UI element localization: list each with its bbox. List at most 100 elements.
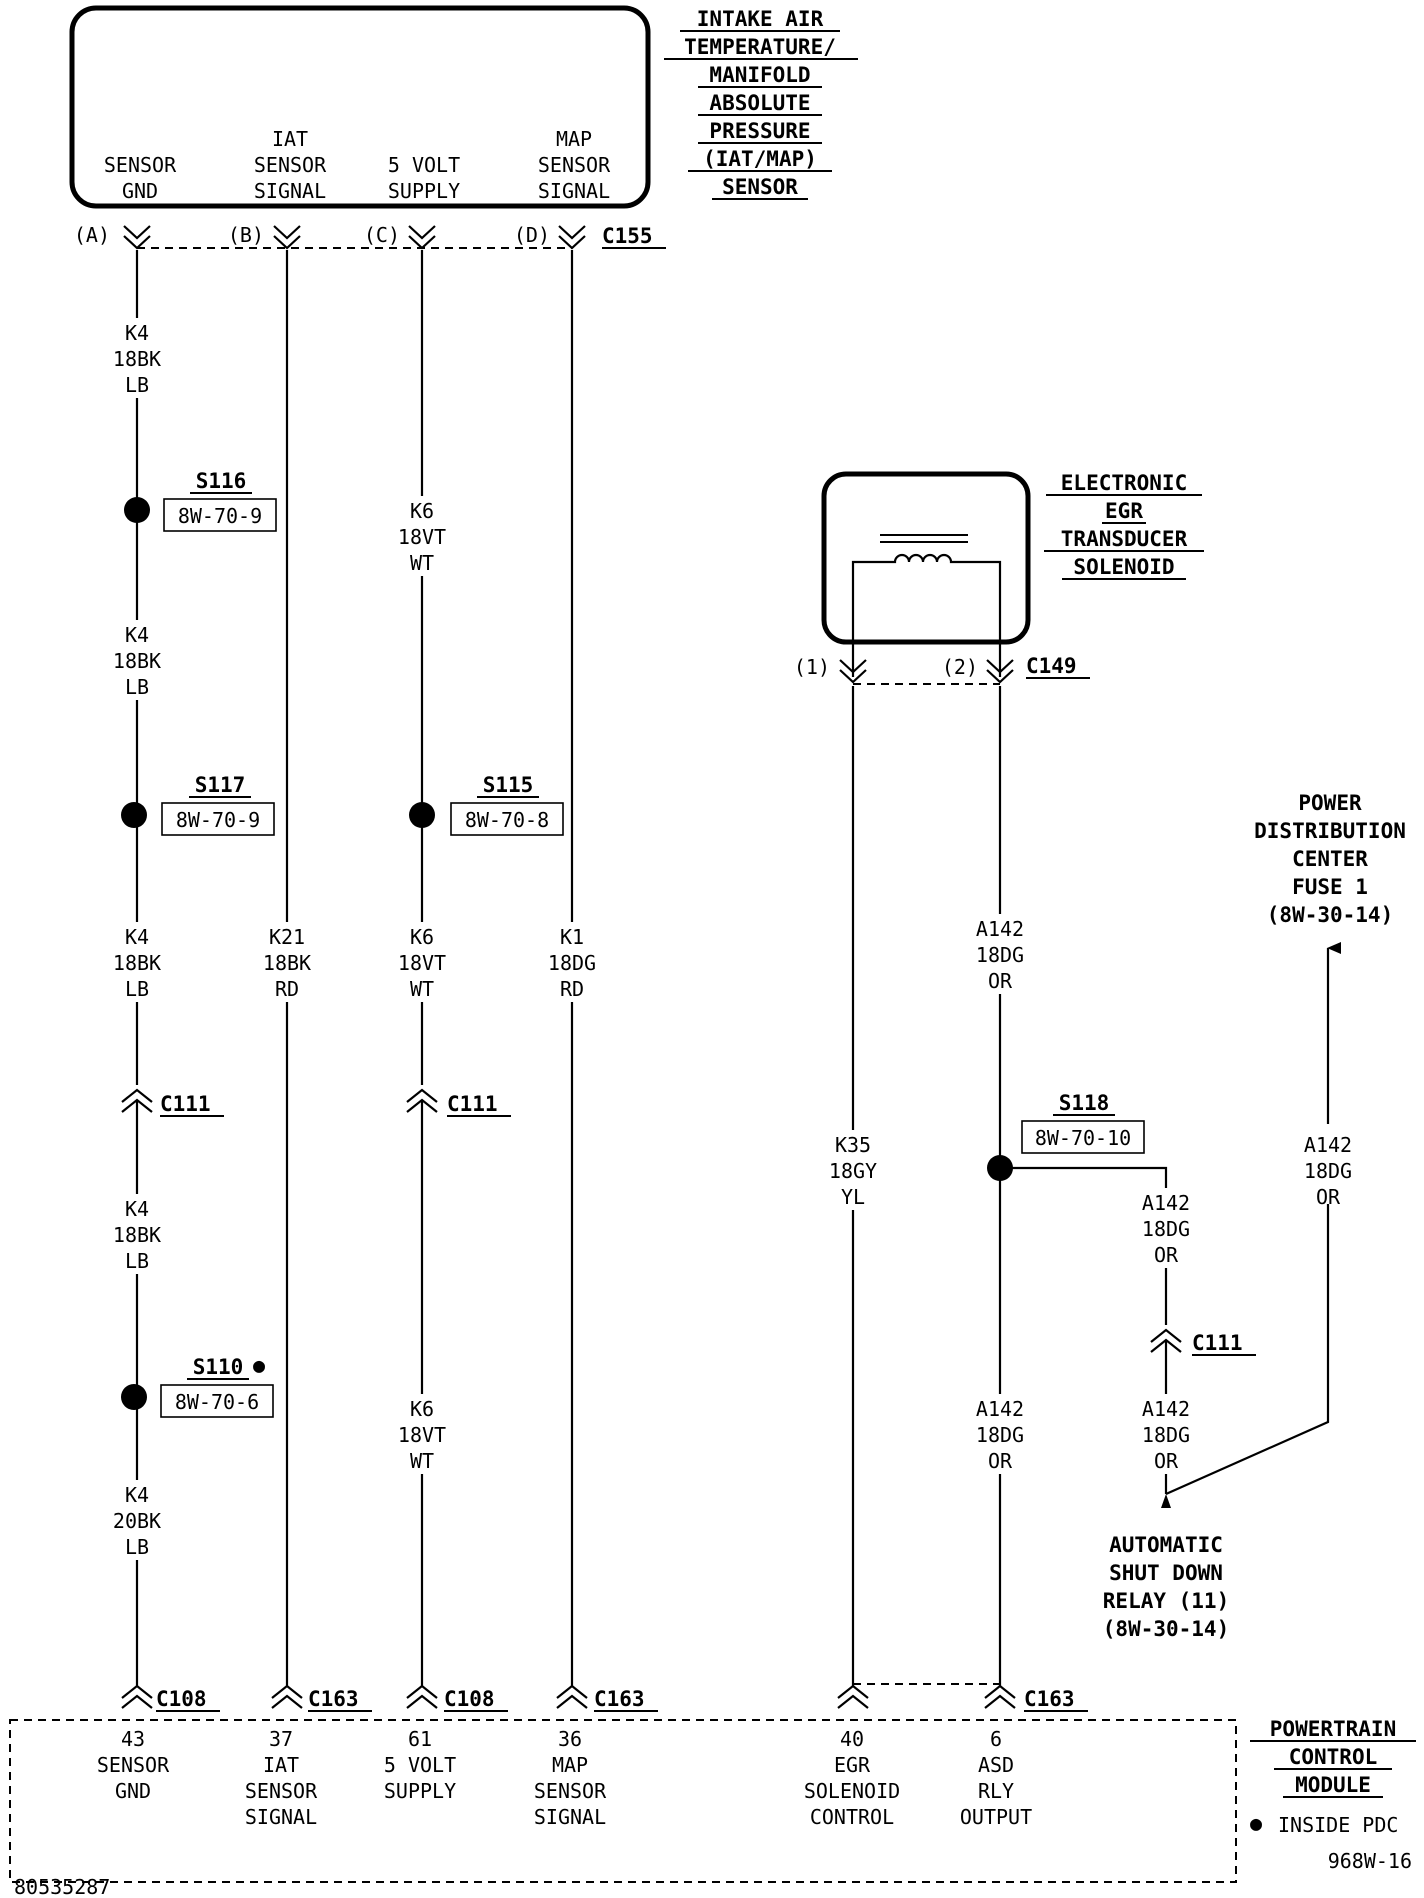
- pin-label-line: 43: [121, 1727, 145, 1751]
- wire-label-k6: K6 18VT WT: [398, 1397, 446, 1473]
- wire-label-line: 18VT: [398, 951, 446, 975]
- title-line: SHUT DOWN: [1109, 1561, 1223, 1585]
- connector-label: C111: [1192, 1331, 1243, 1355]
- connector-label: C108: [444, 1687, 495, 1711]
- wires-left: [135, 250, 574, 1686]
- title-line: TRANSDUCER: [1061, 527, 1188, 551]
- title-line: MODULE: [1295, 1773, 1371, 1797]
- egr-solenoid-title: ELECTRONIC EGR TRANSDUCER SOLENOID: [1044, 471, 1204, 580]
- wire-label-line: 18BK: [113, 649, 161, 673]
- pin-label-line: EGR: [834, 1753, 871, 1777]
- connector-label: C108: [156, 1687, 207, 1711]
- cavity-label: (C): [364, 223, 400, 247]
- wire-label-line: A142: [1142, 1191, 1190, 1215]
- wire-label-line: 18BK: [113, 1223, 161, 1247]
- wire-label-line: 18DG: [976, 943, 1024, 967]
- diagram-id: 968W-16: [1328, 1849, 1412, 1873]
- wire-label-k6: K6 18VT WT: [398, 925, 446, 1001]
- splice-ref-box: [160, 1384, 274, 1418]
- wire-label-line: 18DG: [1304, 1159, 1352, 1183]
- cavity-label: (2): [942, 655, 978, 679]
- wires-right: [851, 686, 1341, 1686]
- wire-label-line: A142: [976, 917, 1024, 941]
- cavity-label: (D): [514, 223, 550, 247]
- connector-label: C111: [447, 1092, 498, 1116]
- wire-label-line: K6: [410, 925, 434, 949]
- pin-label-line: ASD: [978, 1753, 1014, 1777]
- sensor-pin-label: 5 VOLT SUPPLY: [388, 153, 460, 203]
- document-number: 80535287: [14, 1875, 110, 1898]
- title-line: CONTROL: [1289, 1745, 1378, 1769]
- pin-label-line: 40: [840, 1727, 864, 1751]
- pin-label-line: IAT: [272, 127, 308, 151]
- title-line: ABSOLUTE: [709, 91, 810, 115]
- pin-label-line: MAP: [552, 1753, 588, 1777]
- wire-label-a142: A142 18DG OR: [1142, 1397, 1190, 1473]
- wire-label-line: K4: [125, 925, 149, 949]
- splice-s118: S118 8W-70-10: [987, 1091, 1145, 1181]
- wire-label-line: OR: [988, 1449, 1013, 1473]
- wire-label-line: OR: [1154, 1449, 1179, 1473]
- connector-label: C163: [594, 1687, 645, 1711]
- wire-label-line: 18BK: [113, 347, 161, 371]
- wire-label-line: A142: [976, 1397, 1024, 1421]
- sensor-pin-label: SENSOR GND: [104, 153, 177, 203]
- splice-ref-box: [1021, 1120, 1145, 1154]
- inline-connector-c111: C111: [406, 1088, 511, 1117]
- solenoid-coil-icon: [851, 553, 1002, 677]
- splice-dot: [121, 1384, 147, 1410]
- pin-label-line: SENSOR: [254, 153, 327, 177]
- wire-label-a142: A142 18DG OR: [976, 917, 1024, 993]
- title-line: POWER: [1298, 791, 1362, 815]
- splice-s110: S110 ● 8W-70-6: [121, 1353, 274, 1418]
- splice-ref-box: [163, 498, 277, 532]
- wire-label-line: 18DG: [548, 951, 596, 975]
- title-line: MANIFOLD: [709, 63, 810, 87]
- wire-label-line: K1: [560, 925, 584, 949]
- pin-label-line: SIGNAL: [245, 1805, 317, 1829]
- title-line: (8W-30-14): [1267, 903, 1393, 927]
- wire-label-line: OR: [988, 969, 1013, 993]
- wire-label-line: K4: [125, 321, 149, 345]
- connector-label-c155: C155: [602, 224, 653, 248]
- wire-label-line: A142: [1142, 1397, 1190, 1421]
- pin-label-line: GND: [115, 1779, 151, 1803]
- splice-s115: S115 8W-70-8: [409, 773, 564, 836]
- wire-label-line: 18VT: [398, 1423, 446, 1447]
- wire-label-k4: K4 18BK LB: [113, 1197, 161, 1273]
- splice-ref: 8W-70-9: [178, 504, 262, 528]
- splice-id: S117: [195, 773, 246, 797]
- title-line: PRESSURE: [709, 119, 810, 143]
- splice-s116: S116 8W-70-9: [124, 469, 277, 532]
- wire-label-line: 18DG: [1142, 1217, 1190, 1241]
- wire-label-line: K21: [269, 925, 305, 949]
- pin-label-line: 36: [558, 1727, 582, 1751]
- title-line: (IAT/MAP): [703, 147, 817, 171]
- pin-label-line: SENSOR: [538, 153, 611, 177]
- pin-label-line: SENSOR: [245, 1779, 318, 1803]
- wire-label-line: 20BK: [113, 1509, 161, 1533]
- wire-label-line: K6: [410, 499, 434, 523]
- pcm-pin-label: 6 ASD RLY OUTPUT: [960, 1727, 1032, 1829]
- pin-label-line: RLY: [978, 1779, 1014, 1803]
- legend: ● INSIDE PDC: [1250, 1811, 1398, 1837]
- wire-label-a142: A142 18DG OR: [1304, 1133, 1352, 1209]
- pin-label-line: SUPPLY: [384, 1779, 456, 1803]
- splice-ref: 8W-70-8: [465, 808, 549, 832]
- cavity-label: (B): [228, 223, 264, 247]
- pin-label-line: MAP: [556, 127, 592, 151]
- wire-label-k1: K1 18DG RD: [548, 925, 596, 1001]
- wire-label-line: 18DG: [976, 1423, 1024, 1447]
- connector-label: C111: [160, 1092, 211, 1116]
- wire-label-line: OR: [1316, 1185, 1341, 1209]
- wire-label-line: 18VT: [398, 525, 446, 549]
- pcm-pin-label: 36 MAP SENSOR SIGNAL: [534, 1727, 607, 1829]
- splice-id: S115: [483, 773, 534, 797]
- wire-label-k35: K35 18GY YL: [829, 1133, 877, 1209]
- title-line: SOLENOID: [1073, 555, 1174, 579]
- iat-map-sensor-body: [69, 5, 651, 209]
- wire-label-line: WT: [410, 551, 434, 575]
- pin-label-line: 5 VOLT: [384, 1753, 456, 1777]
- title-line: EGR: [1105, 499, 1143, 523]
